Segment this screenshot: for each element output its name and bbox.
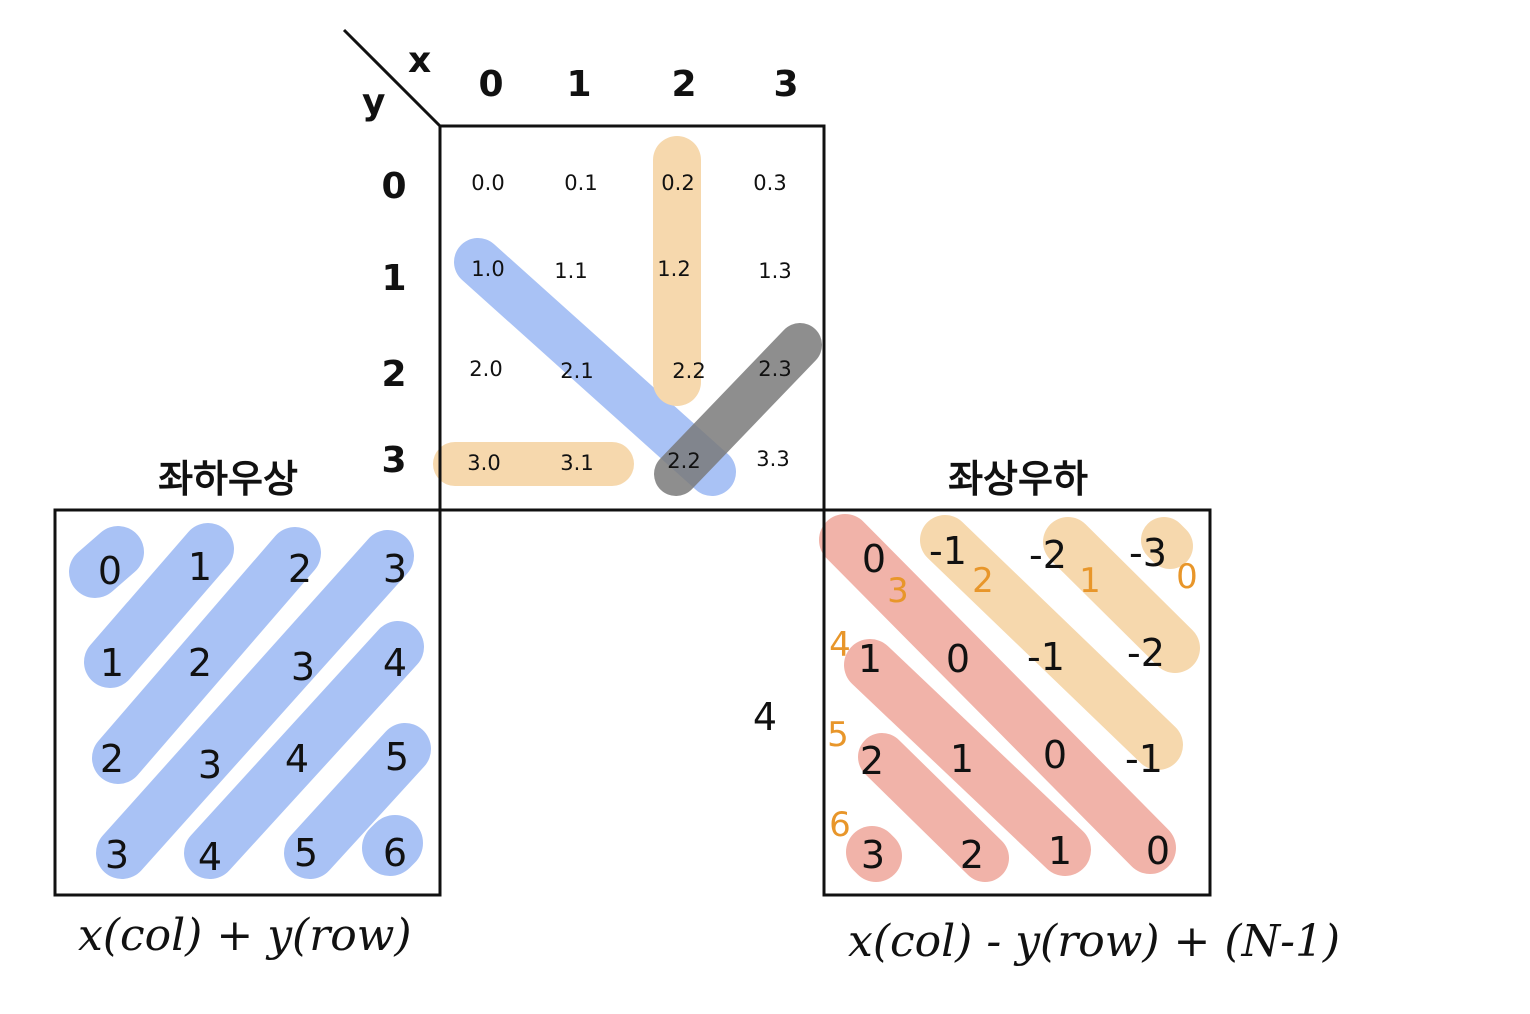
right-panel-title: 좌상우하	[948, 457, 1088, 501]
offset-label-6: 6	[829, 805, 851, 845]
offset-label-0: 0	[1176, 557, 1198, 597]
right-cell-1-0: 1	[858, 637, 882, 681]
top-cell-2-0: 2.0	[469, 357, 502, 381]
top-grid: 0.0 0.1 0.2 0.3 1.0 1.1 1.2 1.3 2.0 2.1 …	[467, 171, 791, 475]
col-header-1: 1	[566, 64, 591, 105]
left-cell-0-1: 1	[188, 545, 212, 589]
top-cell-0-2: 0.2	[661, 171, 694, 195]
column-headers: 0 1 2 3	[478, 64, 798, 105]
left-formula: x(col) + y(row)	[78, 910, 412, 961]
left-cell-2-0: 2	[100, 737, 124, 781]
top-cell-2-3: 2.3	[758, 357, 791, 381]
top-gray-antidiagonal	[654, 323, 822, 496]
top-cell-1-3: 1.3	[758, 259, 791, 283]
right-cell-1-2: -1	[1027, 635, 1065, 679]
right-cell-0-3: -3	[1129, 531, 1167, 575]
y-axis-label: y	[362, 82, 385, 123]
left-diag-3	[96, 530, 414, 879]
right-cell-3-2: 1	[1048, 829, 1072, 873]
left-diag-6	[362, 815, 423, 876]
left-cell-0-2: 2	[288, 547, 312, 591]
offset-label-1: 1	[1079, 561, 1101, 601]
row-header-1: 1	[381, 258, 406, 299]
right-pink-lower-2	[858, 733, 1009, 882]
left-cell-2-1: 3	[198, 743, 222, 787]
right-cell-0-1: -1	[929, 529, 967, 573]
offset-label-4: 4	[829, 625, 851, 665]
left-cell-3-2: 5	[294, 831, 318, 875]
axis-corner-slash	[342, 28, 442, 128]
top-cell-3-2: 2.2	[667, 449, 700, 473]
right-cell-2-1: 1	[950, 737, 974, 781]
right-grid: 0 -1 -2 -3 1 0 -1 -2 2 1 0 -1 3 2 1 0	[858, 529, 1170, 877]
right-orange-corner	[1141, 517, 1193, 569]
top-cell-1-1: 1.1	[554, 259, 587, 283]
top-cell-0-0: 0.0	[471, 171, 504, 195]
left-cell-3-3: 6	[383, 831, 407, 875]
right-orange-upper-1	[920, 515, 1183, 770]
top-cell-3-1: 3.1	[560, 451, 593, 475]
left-cell-1-3: 4	[383, 641, 407, 685]
left-cell-1-2: 3	[291, 645, 315, 689]
offset-label-3: 3	[887, 571, 909, 611]
row-header-0: 0	[381, 166, 406, 207]
top-cell-2-2: 2.2	[672, 359, 705, 383]
left-panel-title: 좌하우상	[158, 457, 298, 501]
right-formula: x(col) - y(row) + (N-1)	[848, 916, 1340, 967]
axis-corner	[342, 28, 442, 128]
row-headers: 0 1 2 3	[381, 166, 406, 481]
offset-label-5: 5	[827, 715, 849, 755]
top-cell-3-0: 3.0	[467, 451, 500, 475]
left-cell-0-3: 3	[383, 547, 407, 591]
col-header-0: 0	[478, 64, 503, 105]
right-cell-3-3: 0	[1146, 829, 1170, 873]
left-diag-5	[284, 723, 431, 879]
right-cell-2-0: 2	[860, 739, 884, 783]
top-cell-1-2: 1.2	[657, 257, 690, 281]
left-diag-4	[184, 621, 424, 879]
right-cell-1-3: -2	[1127, 631, 1165, 675]
left-cell-3-1: 4	[198, 835, 222, 879]
right-pink-main	[819, 514, 1176, 874]
top-cell-0-3: 0.3	[753, 171, 786, 195]
left-cell-1-1: 2	[188, 641, 212, 685]
right-cell-0-2: -2	[1029, 533, 1067, 577]
right-pink-corner	[846, 826, 902, 882]
top-blue-diagonal	[454, 238, 736, 496]
left-diag-2	[92, 527, 321, 784]
right-cell-2-2: 0	[1043, 733, 1067, 777]
top-grid-box	[438, 124, 826, 512]
left-diag-0	[69, 526, 144, 598]
left-cell-3-0: 3	[105, 833, 129, 877]
left-cell-1-0: 1	[100, 641, 124, 685]
n-label: 4	[753, 695, 777, 739]
top-cell-3-3: 3.3	[756, 447, 789, 471]
right-grid-box	[822, 508, 1212, 897]
col-header-2: 2	[671, 64, 696, 105]
left-diag-1	[84, 523, 234, 688]
row-header-3: 3	[381, 440, 406, 481]
highlights	[69, 136, 1200, 882]
right-cell-3-1: 2	[960, 833, 984, 877]
x-axis-label: x	[408, 40, 431, 81]
left-cell-2-2: 4	[285, 737, 309, 781]
right-cell-3-0: 3	[861, 833, 885, 877]
row-header-2: 2	[381, 354, 406, 395]
col-header-3: 3	[773, 64, 798, 105]
top-cell-2-1: 2.1	[560, 359, 593, 383]
top-cell-1-0: 1.0	[471, 257, 504, 281]
right-cell-0-0: 0	[862, 537, 886, 581]
left-cell-0-0: 0	[98, 549, 122, 593]
right-pink-lower-1	[844, 639, 1091, 876]
left-grid-box	[53, 508, 442, 897]
offset-label-2: 2	[972, 561, 994, 601]
left-grid: 0 1 2 3 1 2 3 4 2 3 4 5 3 4 5 6	[98, 545, 409, 879]
right-offset-labels: 3 2 1 0 4 5 6	[827, 557, 1198, 845]
right-cell-2-3: -1	[1125, 737, 1163, 781]
top-cell-0-1: 0.1	[564, 171, 597, 195]
right-orange-upper-2	[1043, 517, 1200, 673]
left-cell-2-3: 5	[385, 735, 409, 779]
right-cell-1-1: 0	[946, 637, 970, 681]
